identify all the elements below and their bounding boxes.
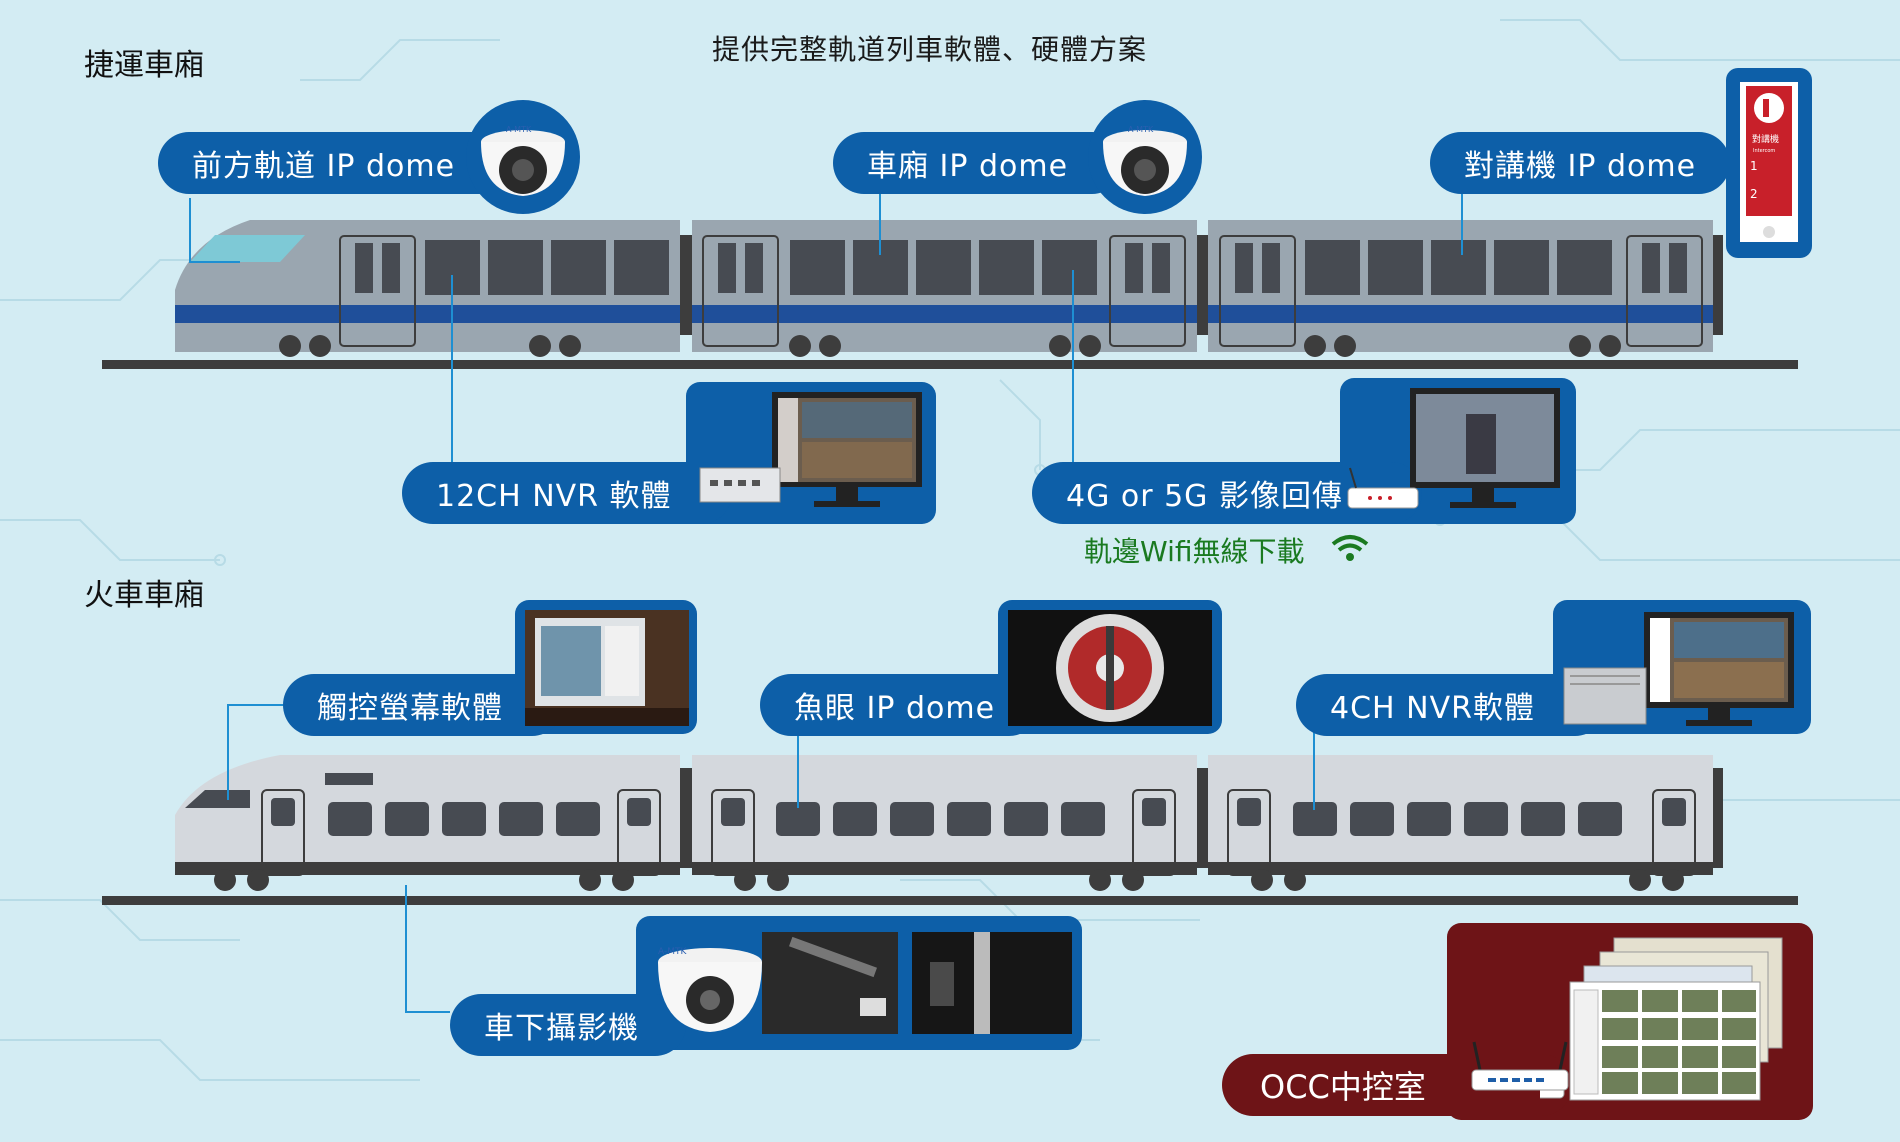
mrt-rail bbox=[102, 360, 1798, 369]
nvr12-label: 12CH NVR 軟體 bbox=[402, 462, 732, 524]
train-rail bbox=[102, 896, 1798, 905]
svg-text:Intercom: Intercom bbox=[1753, 148, 1775, 154]
svg-text:A-MTK: A-MTK bbox=[1128, 125, 1154, 134]
intercom-sign-panel: 對講機 Intercom 1 2 bbox=[1726, 68, 1812, 258]
svg-text:A-MTK: A-MTK bbox=[506, 125, 532, 134]
nvr4-monitor-icon bbox=[1563, 612, 1794, 726]
router-icon bbox=[1471, 1041, 1569, 1091]
cabin-dome-label: 車廂 IP dome bbox=[833, 132, 1123, 194]
connector-lines bbox=[189, 190, 1463, 1013]
touch-screen-photo bbox=[525, 610, 689, 726]
svg-text:對講機: 對講機 bbox=[1752, 133, 1779, 145]
stream-monitor-icon bbox=[1347, 388, 1560, 509]
section-mrt-label: 捷運車廂 bbox=[84, 48, 204, 83]
wifi-icon bbox=[1331, 535, 1369, 561]
nvr-monitor-icon bbox=[699, 392, 922, 507]
mrt-train bbox=[102, 220, 1798, 369]
dome-camera-icon: A-MTK bbox=[1088, 100, 1202, 214]
intercom-dome-label: 對講機 IP dome bbox=[1430, 132, 1730, 194]
conventional-train bbox=[102, 755, 1798, 905]
wifi-download-label: 軌邊Wifi無線下載 bbox=[1084, 535, 1305, 568]
svg-text:2: 2 bbox=[1750, 187, 1758, 201]
diagram-title: 提供完整軌道列車軟體、硬體方案 bbox=[712, 33, 1148, 66]
svg-text:A-MTK: A-MTK bbox=[658, 947, 687, 957]
svg-text:1: 1 bbox=[1750, 159, 1758, 173]
nvr4-label: 4CH NVR軟體 bbox=[1296, 674, 1606, 736]
touch-screen-label: 觸控螢幕軟體 bbox=[283, 674, 563, 736]
dome-camera-icon: A-MTK bbox=[466, 100, 580, 214]
under-camera-label: 車下攝影機 bbox=[450, 994, 686, 1056]
fisheye-photo bbox=[1008, 610, 1212, 726]
fisheye-dome-label: 魚眼 IP dome bbox=[760, 674, 1040, 736]
under-camera-photos: A-MTK bbox=[658, 932, 1072, 1034]
section-train-label: 火車車廂 bbox=[84, 578, 204, 613]
occ-monitors-icon bbox=[1540, 937, 1783, 1101]
